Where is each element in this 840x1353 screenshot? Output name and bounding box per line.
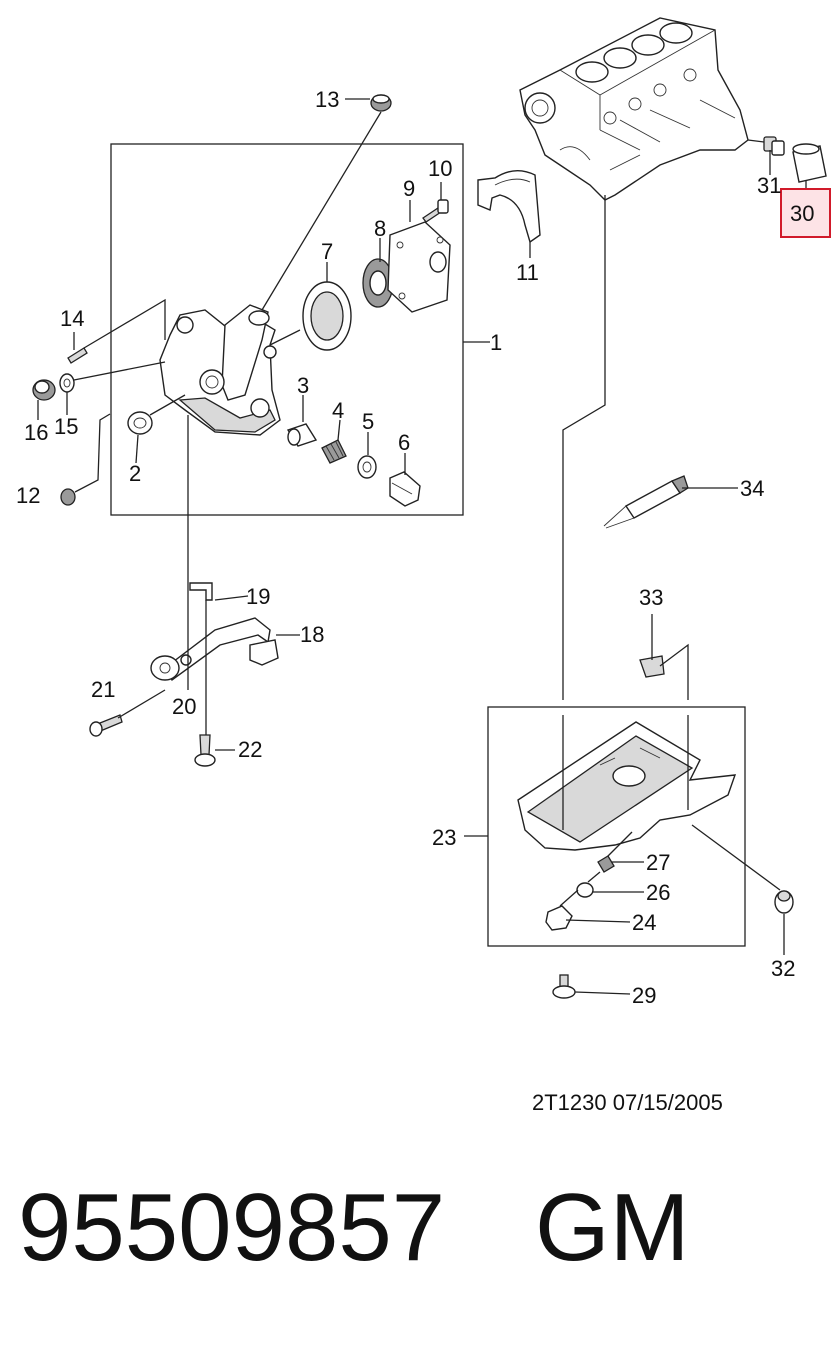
part-6-plug: [389, 471, 421, 507]
part-15-seal: [59, 373, 75, 393]
part-4-relief-spring: [321, 439, 347, 464]
callout-5: 5: [362, 409, 374, 434]
callout-19: 19: [246, 584, 270, 609]
part-33-gasket: [639, 655, 665, 678]
engine-block: [519, 17, 749, 201]
callout-21: 21: [91, 677, 115, 702]
oil-pan-group-frame: [487, 706, 746, 947]
callout-27: 27: [646, 850, 670, 875]
part-1-oil-pump-body: [159, 304, 281, 436]
part-13-plug: [370, 94, 392, 112]
callout-31: 31: [757, 173, 781, 198]
drawing-id-date: 2T1230 07/15/2005: [532, 1090, 723, 1115]
part-14-bolt: [67, 347, 88, 364]
part-12-plug: [60, 488, 76, 506]
part-number: 95509857: [18, 1174, 446, 1281]
brand-label: GM: [535, 1174, 690, 1281]
callout-16: 16: [24, 420, 48, 445]
part-11-seal-retainer: [477, 170, 541, 244]
part-9-pump-cover: [387, 221, 451, 313]
callout-23: 23: [432, 825, 456, 850]
callout-7: 7: [321, 239, 333, 264]
part-21-bolt: [89, 714, 123, 737]
part-23-oil-pan: [517, 721, 737, 851]
leader-lines: [37, 98, 807, 995]
callout-12: 12: [16, 483, 40, 508]
callout-15: 15: [54, 414, 78, 439]
callout-6: 6: [398, 430, 410, 455]
callout-14: 14: [60, 306, 84, 331]
part-30-oil-filter: [792, 143, 827, 183]
part-3-relief-plunger: [286, 423, 318, 447]
part-16-plug: [32, 379, 56, 401]
part-2-seal-ring: [127, 411, 153, 435]
callout-4: 4: [332, 398, 344, 423]
part-5-washer: [357, 455, 377, 479]
part-29-bolt: [552, 974, 576, 999]
callout-30: 30: [790, 201, 814, 226]
callout-13: 13: [315, 87, 339, 112]
callout-3: 3: [297, 373, 309, 398]
part-34-sealant-tube: [603, 475, 689, 529]
callout-29: 29: [632, 983, 656, 1008]
part-10-cover-screw: [422, 199, 449, 223]
part-8-inner-rotor: [362, 258, 394, 308]
oil-pump-group-frame: [110, 143, 464, 516]
callout-33: 33: [639, 585, 663, 610]
part-18-strainer: [249, 639, 279, 666]
callout-8: 8: [374, 216, 386, 241]
part-24-drain-plug: [545, 905, 573, 931]
callout-2: 2: [129, 461, 141, 486]
callout-32: 32: [771, 956, 795, 981]
callout-22: 22: [238, 737, 262, 762]
highlight-box: [780, 188, 831, 238]
part-31-oil-pressure-switch: [763, 136, 785, 156]
part-32-plug: [774, 890, 794, 914]
callout-11: 11: [516, 260, 539, 285]
callout-10: 10: [428, 156, 452, 181]
callout-1: 1: [490, 330, 502, 355]
part-20-gasket: [150, 654, 192, 681]
callout-labels: 1 2 3 4 5 6 7 8 9 10 11 12 13 14 15 16 1…: [16, 87, 814, 1008]
callout-9: 9: [403, 176, 415, 201]
part-22-bolt: [194, 734, 216, 767]
callout-34: 34: [740, 476, 764, 501]
callout-26: 26: [646, 880, 670, 905]
callout-18: 18: [300, 622, 324, 647]
part-26-washer: [576, 882, 594, 898]
callout-20: 20: [172, 694, 196, 719]
part-27-filter: [597, 855, 615, 873]
callout-24: 24: [632, 910, 656, 935]
part-7-outer-rotor: [302, 281, 352, 351]
